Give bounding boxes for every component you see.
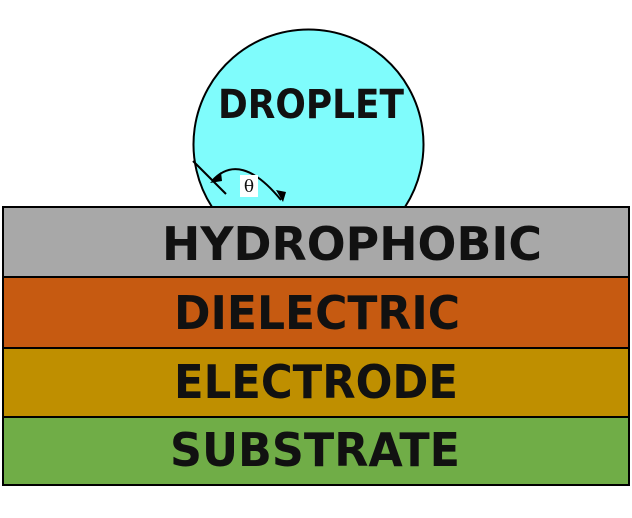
contact-angle-indicator: θ	[192, 160, 286, 202]
substrate-label: SUBSTRATE	[170, 423, 460, 477]
hydrophobic-label: HYDROPHOBIC	[162, 217, 542, 271]
droplet: DROPLET	[192, 28, 425, 208]
dielectric-layer-rect	[2, 276, 630, 349]
electrode-layer-rect	[2, 347, 630, 418]
dielectric-label: DIELECTRIC	[174, 286, 460, 340]
layer-electrode: ELECTRODE	[2, 347, 630, 418]
electrode-label: ELECTRODE	[174, 355, 458, 409]
droplet-shape	[192, 28, 425, 208]
hydrophobic-layer-rect	[2, 206, 630, 278]
theta-label: θ	[244, 177, 254, 197]
layer-substrate: SUBSTRATE	[2, 416, 630, 486]
theta-label-bg	[240, 175, 258, 197]
angle-arrowhead-right	[276, 190, 286, 202]
layer-dielectric: DIELECTRIC	[2, 276, 630, 349]
angle-arrowhead-left	[210, 172, 222, 183]
droplet-label: DROPLET	[218, 82, 405, 128]
tangent-line	[192, 160, 227, 195]
layer-hydrophobic: HYDROPHOBIC	[2, 206, 630, 278]
layer-stack: HYDROPHOBIC DIELECTRIC ELECTRODE SUBSTRA…	[2, 206, 630, 486]
substrate-layer-rect	[2, 416, 630, 486]
